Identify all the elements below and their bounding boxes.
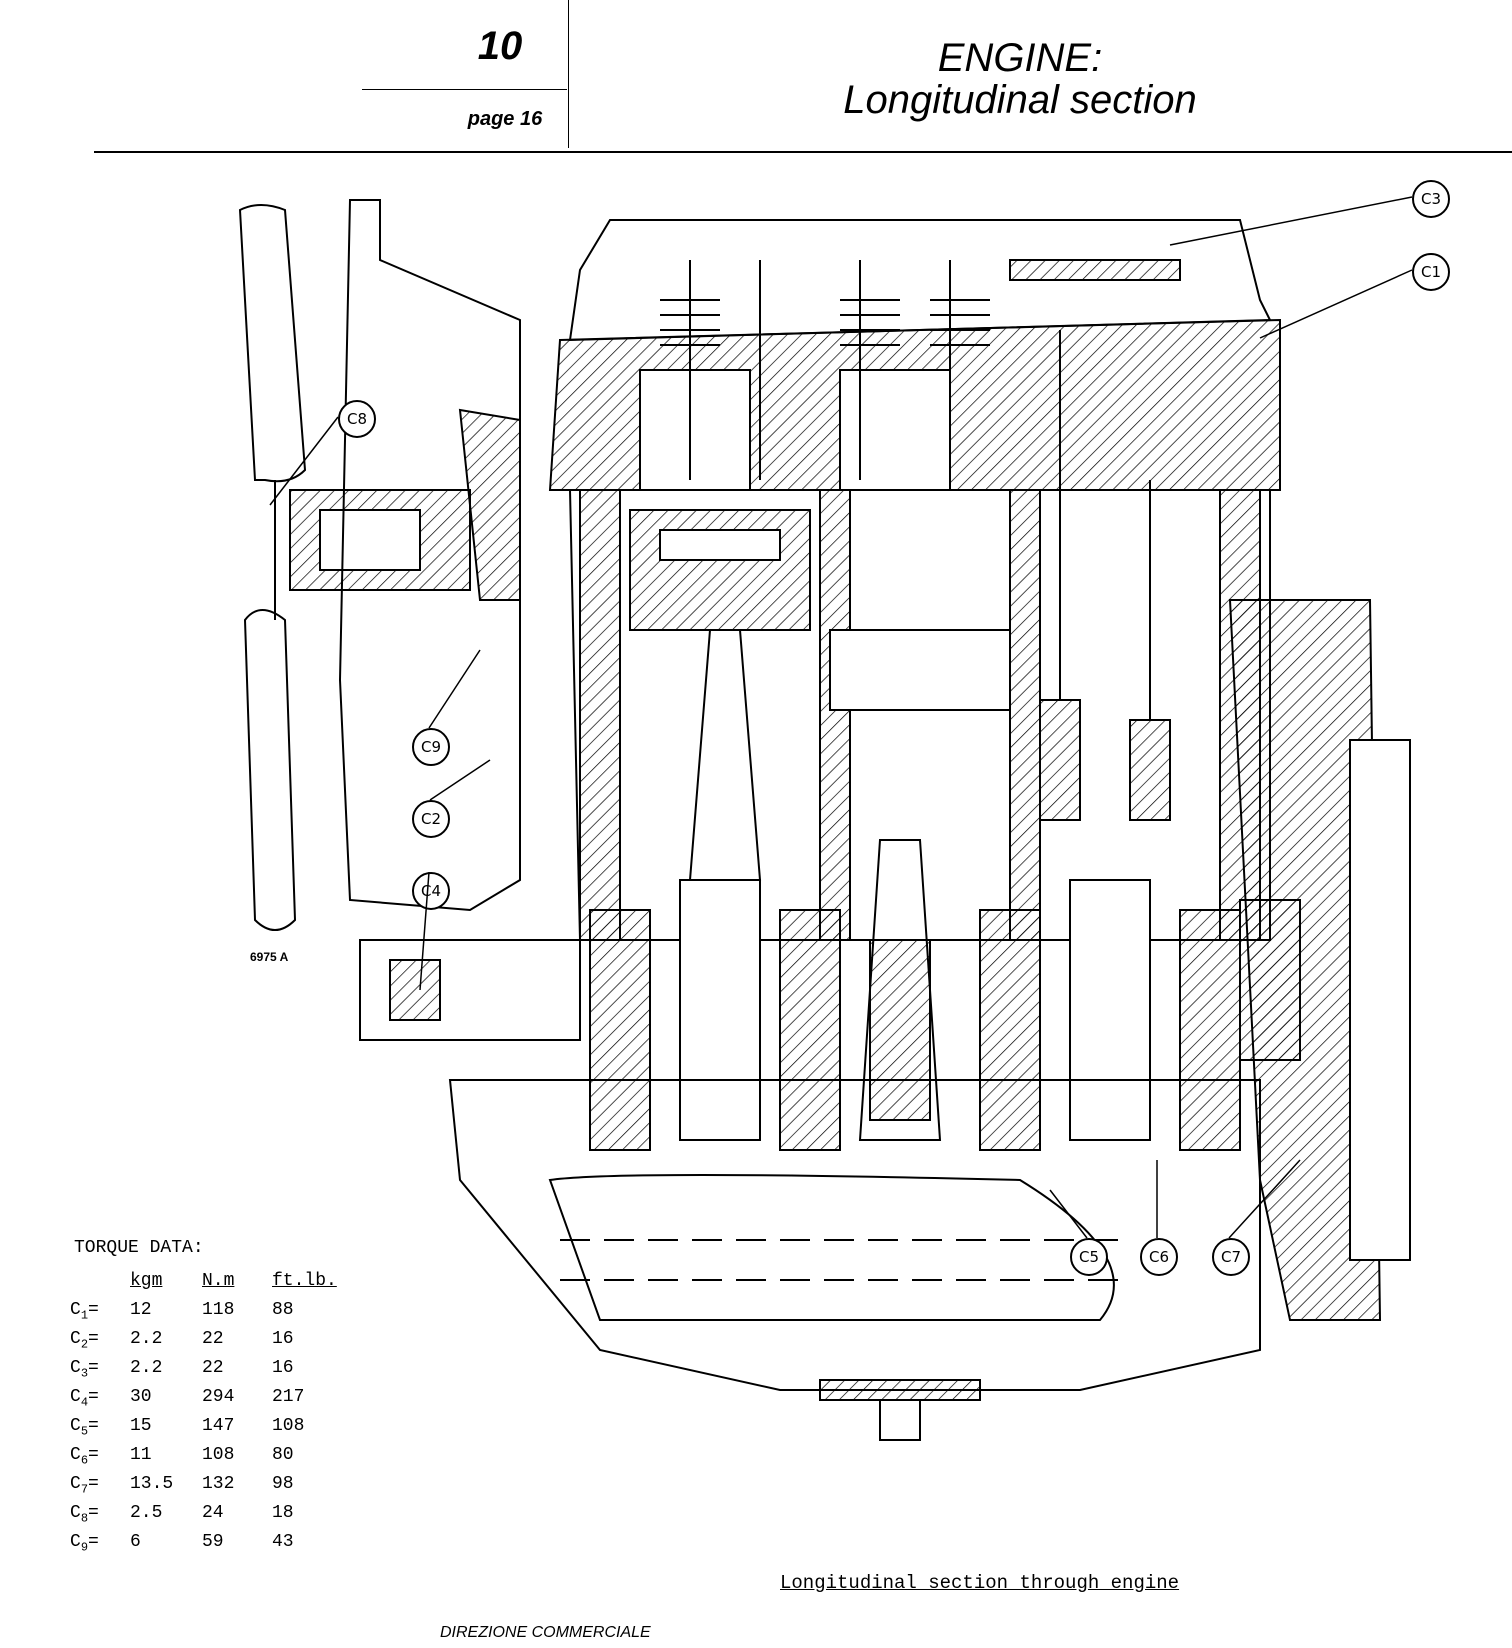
callout-c3: C3 <box>1412 180 1450 218</box>
torque-row: C6= 11 108 80 <box>70 1445 294 1468</box>
figure-caption: Longitudinal section through engine <box>780 1572 1180 1594</box>
header-divider-short <box>362 89 567 90</box>
engine-section-drawing <box>238 199 1411 1441</box>
torque-row: C9= 6 59 43 <box>70 1532 294 1555</box>
callout-c5: C5 <box>1070 1238 1108 1276</box>
torque-row: C2= 2.2 22 16 <box>70 1329 294 1352</box>
torque-row: C8= 2.5 24 18 <box>70 1503 294 1526</box>
torque-row: C5= 15 147 108 <box>70 1416 305 1439</box>
page-title-line1: ENGINE: <box>937 36 1103 80</box>
torque-data-title: TORQUE DATA: <box>74 1238 204 1258</box>
torque-row: C7= 13.5 132 98 <box>70 1474 294 1497</box>
page-label: page 16 <box>467 108 543 130</box>
callout-c8: C8 <box>338 400 376 438</box>
header-rule <box>94 151 1512 153</box>
torque-row: C3= 2.2 22 16 <box>70 1358 294 1381</box>
header-nm: N.m <box>202 1271 235 1291</box>
callout-c7: C7 <box>1212 1238 1250 1276</box>
figure-number: 6975 A <box>250 950 289 964</box>
torque-row: C4= 30 294 217 <box>70 1387 305 1410</box>
torque-table-header: kgm N.m ft.lb. <box>70 1268 342 1297</box>
callout-c6: C6 <box>1140 1238 1178 1276</box>
callout-c4: C4 <box>412 872 450 910</box>
section-number: 10 <box>477 24 523 68</box>
callout-c2: C2 <box>412 800 450 838</box>
header-ftlb: ft.lb. <box>272 1271 337 1291</box>
torque-row: C1= 12 118 88 <box>70 1300 294 1323</box>
page-title-line2: Longitudinal section <box>843 78 1197 122</box>
callout-c9: C9 <box>412 728 450 766</box>
header-divider-vertical <box>568 0 569 148</box>
footer-text: DIREZIONE COMMERCIALE <box>440 1624 651 1641</box>
callout-c1: C1 <box>1412 253 1450 291</box>
torque-table: kgm N.m ft.lb. C1= 12 118 88 C2= 2.2 22 … <box>70 1268 342 1558</box>
header-kgm: kgm <box>130 1271 163 1291</box>
